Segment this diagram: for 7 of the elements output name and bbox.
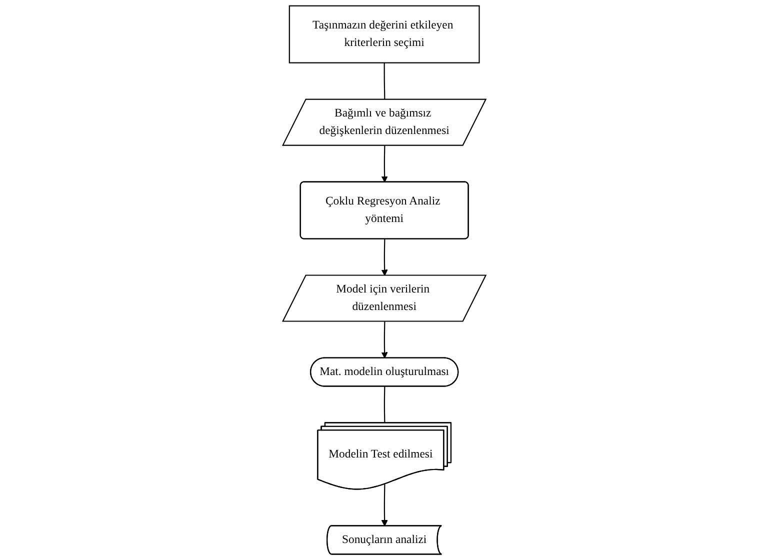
node-box: Taşınmazın değerini etkileyen kriterlerin seçimi (289, 5, 480, 64)
arrow (382, 484, 388, 526)
arrow (382, 322, 388, 358)
arrow (382, 239, 388, 276)
connector (384, 62, 386, 100)
arrow (382, 146, 388, 182)
connector (384, 386, 386, 424)
